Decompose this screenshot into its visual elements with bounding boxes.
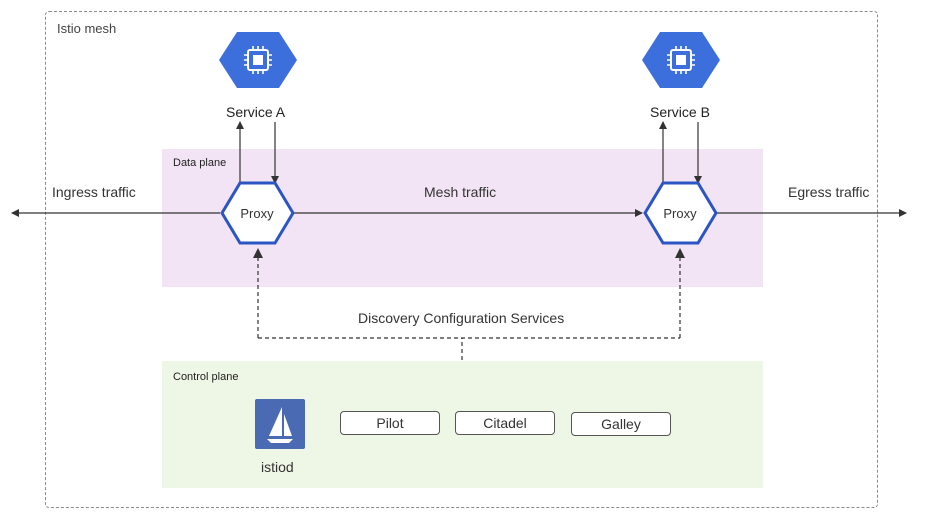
egress-traffic-label: Egress traffic [788,184,870,200]
mesh-traffic-label: Mesh traffic [424,184,497,200]
citadel-box: Citadel [455,411,555,435]
proxy-a-label: Proxy [240,206,274,221]
proxy-b-label: Proxy [663,206,697,221]
mesh-label: Istio mesh [57,21,117,36]
discovery-label: Discovery Configuration Services [358,310,565,326]
istio-mesh-boundary [45,11,878,508]
istiod-label: istiod [261,459,294,475]
control-plane-label: Control plane [173,371,239,383]
sail-icon [267,407,293,443]
data-plane-label: Data plane [173,157,227,169]
istiod-logo [255,399,305,449]
pilot-box: Pilot [340,411,440,435]
galley-box: Galley [571,412,671,436]
ingress-traffic-label: Ingress traffic [52,184,136,200]
service-b-label: Service B [650,104,710,120]
service-a-label: Service A [226,104,286,120]
